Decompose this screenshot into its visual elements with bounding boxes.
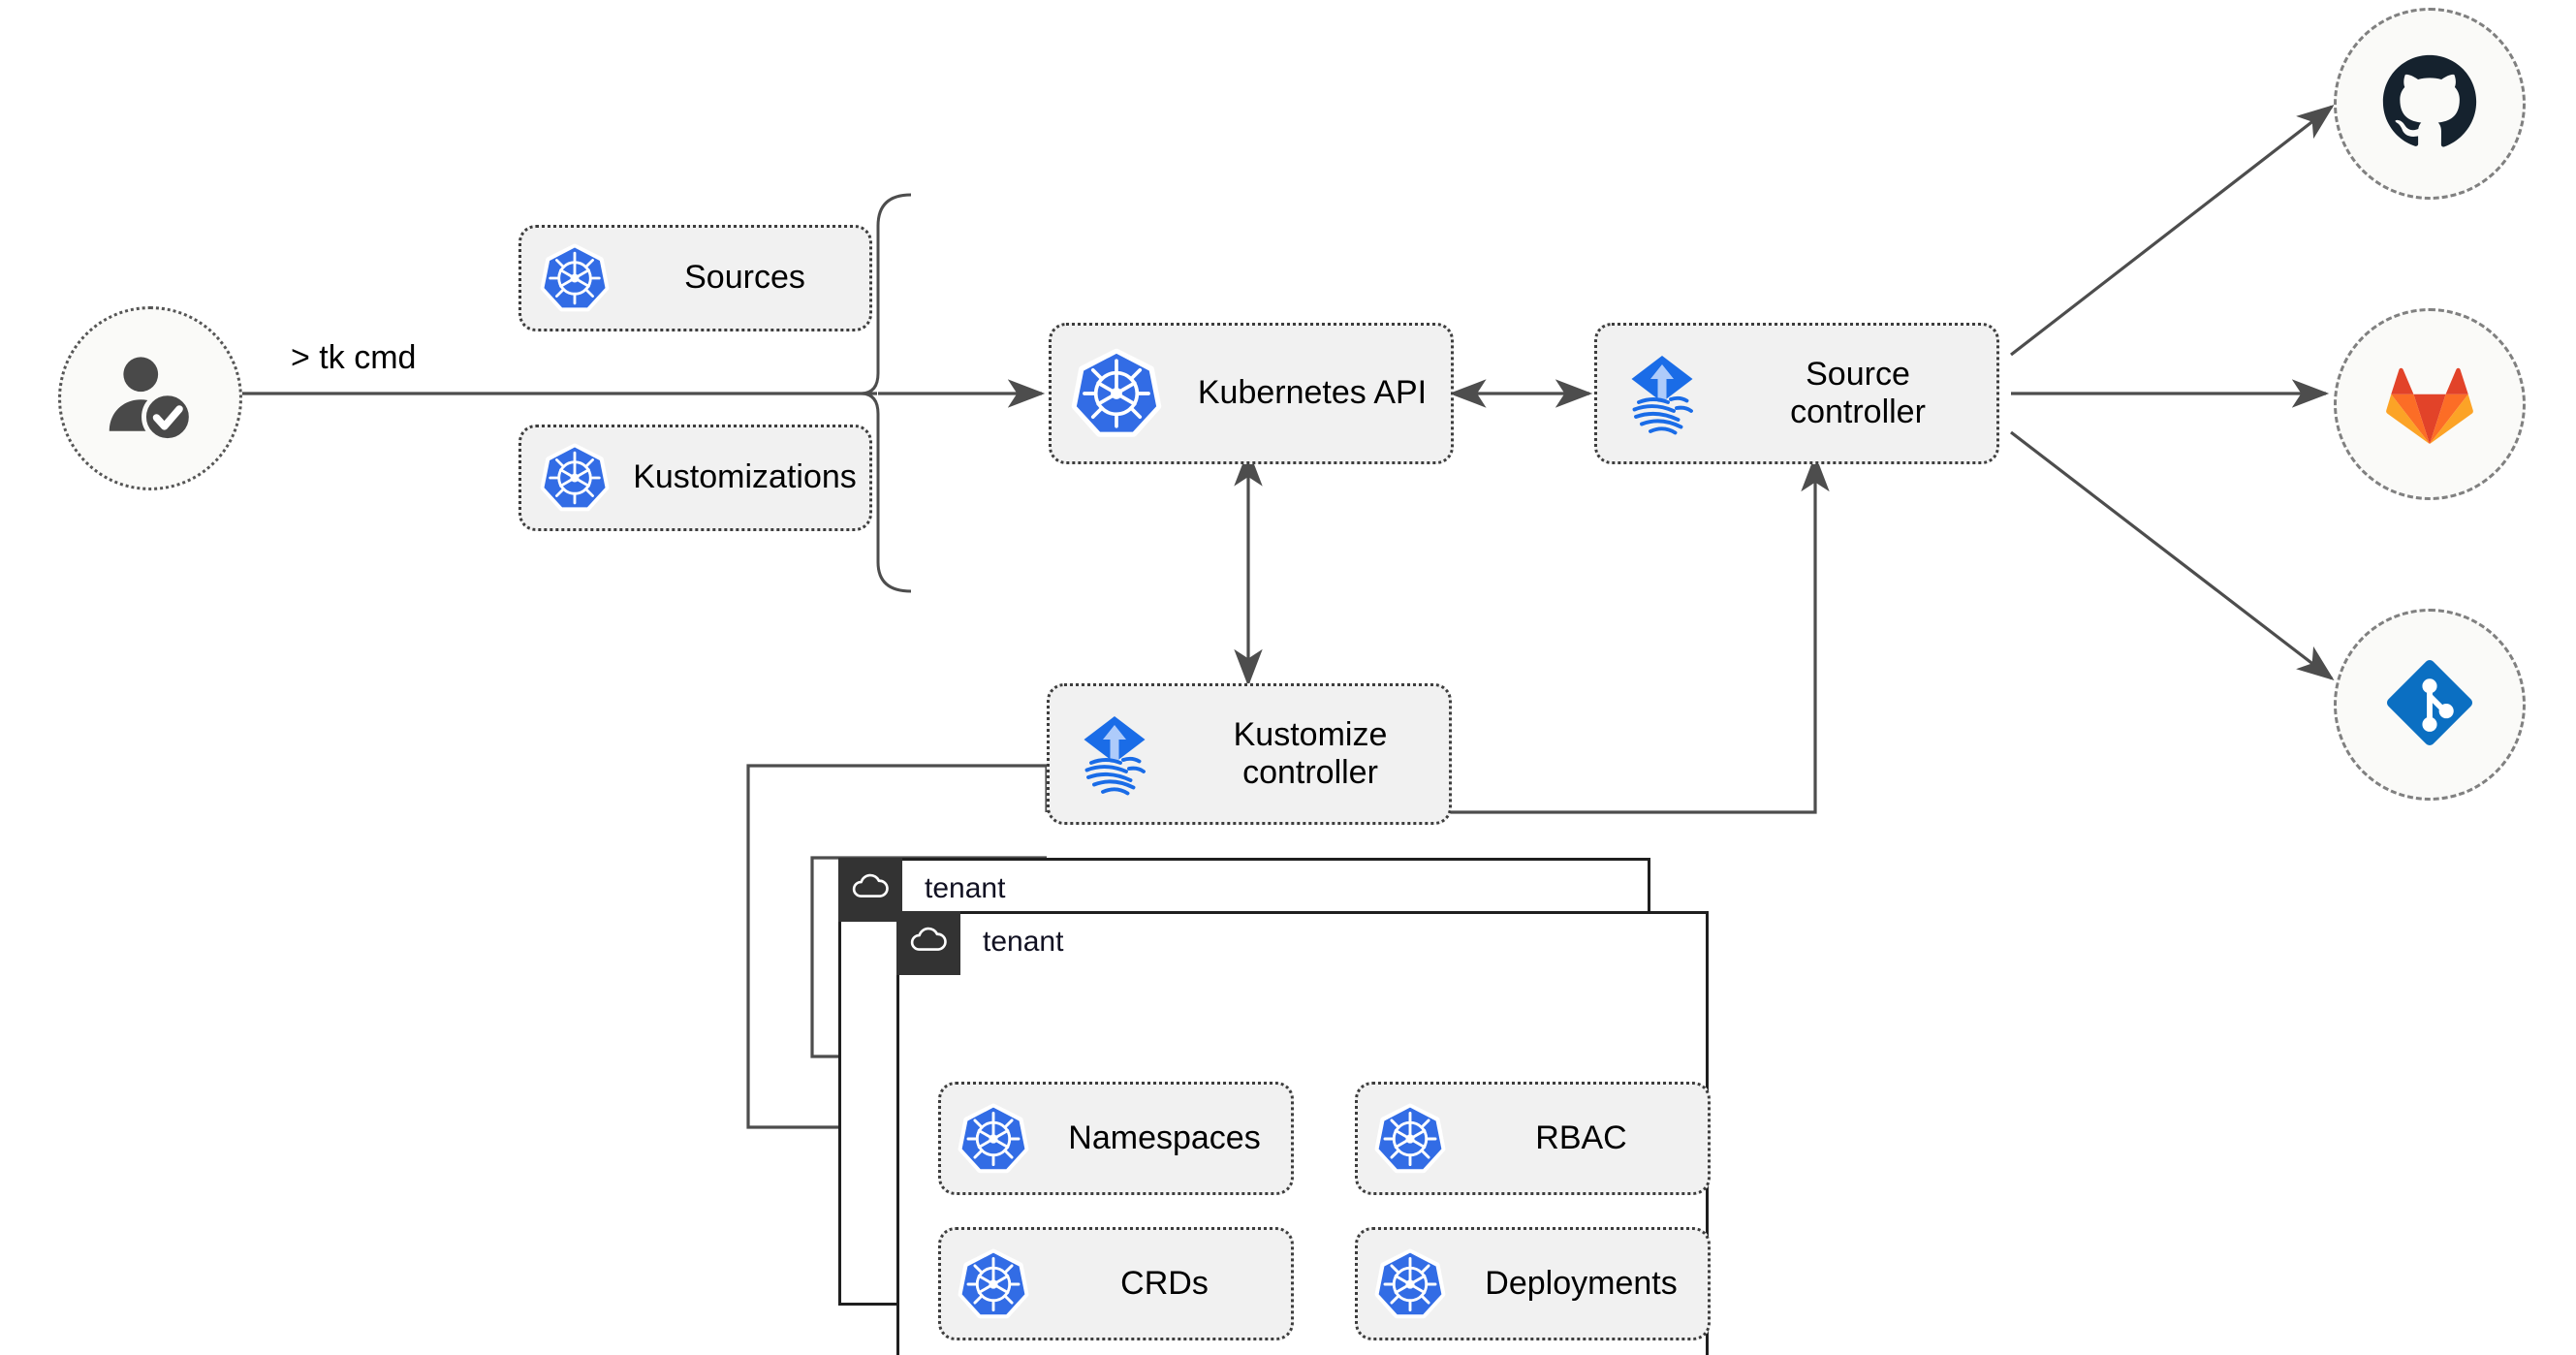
node-kustomizations[interactable]: Kustomizations (518, 425, 872, 531)
cloud-icon (850, 867, 891, 913)
node-kustomize-controller[interactable]: Kustomize controller (1047, 683, 1452, 825)
wire-source-to-github (2010, 105, 2335, 357)
node-namespaces[interactable]: Namespaces (938, 1082, 1294, 1195)
wire-kustomize-to-source (1451, 454, 1830, 814)
node-deployments[interactable]: Deployments (1355, 1227, 1711, 1340)
git-icon (2376, 649, 2483, 761)
command-caption: > tk cmd (291, 339, 417, 376)
node-label: Source controller (1790, 355, 1926, 430)
gitlab-icon (2378, 351, 2481, 458)
provider-gitlab[interactable] (2334, 308, 2526, 500)
node-label: Kubernetes API (1197, 374, 1428, 412)
github-icon (2376, 48, 2483, 160)
tenant-title: tenant (925, 872, 1006, 904)
user-verified-icon (100, 346, 201, 452)
provider-git[interactable] (2334, 609, 2526, 801)
tenant-cluster-2[interactable]: tenant (896, 911, 1711, 1355)
node-label: Sources (684, 259, 805, 297)
node-sources[interactable]: Sources (518, 225, 872, 331)
kubernetes-icon (521, 243, 628, 313)
tenant-header (838, 858, 902, 922)
wire-source-to-git (2010, 430, 2335, 680)
brace-resource-group (860, 193, 912, 593)
node-label: Kustomizations (633, 458, 857, 496)
user-actor[interactable] (58, 306, 242, 490)
node-rbac[interactable]: RBAC (1355, 1082, 1711, 1195)
cloud-icon (908, 921, 949, 966)
kubernetes-icon (941, 1103, 1046, 1175)
kubernetes-icon (521, 443, 628, 513)
node-label: CRDs (1120, 1264, 1209, 1302)
node-crds[interactable]: CRDs (938, 1227, 1294, 1340)
tenant-header (896, 911, 960, 975)
kubernetes-icon (1052, 348, 1181, 439)
node-source-controller[interactable]: Source controller (1594, 323, 1999, 464)
kubernetes-icon (1358, 1103, 1462, 1175)
kubernetes-icon (1358, 1248, 1462, 1320)
node-label: Kustomize controller (1233, 715, 1388, 791)
provider-github[interactable] (2334, 8, 2526, 200)
kubernetes-icon (941, 1248, 1046, 1320)
node-label: RBAC (1535, 1119, 1627, 1156)
flux-icon (1050, 708, 1179, 801)
node-label: Deployments (1485, 1264, 1678, 1302)
tenant-title: tenant (983, 926, 1064, 958)
node-kubernetes-api[interactable]: Kubernetes API (1049, 323, 1454, 464)
flux-icon (1597, 347, 1727, 440)
node-label: Namespaces (1068, 1119, 1261, 1156)
